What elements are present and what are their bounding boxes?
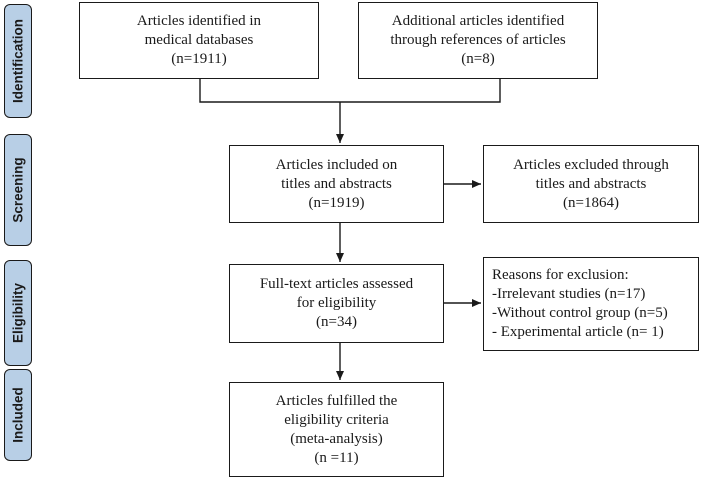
- box-exclusion-reasons: Reasons for exclusion: -Irrelevant studi…: [483, 257, 699, 351]
- box-reference-articles: Additional articles identified through r…: [358, 2, 598, 79]
- box-line: (n=1911): [171, 51, 227, 67]
- box-line: Additional articles identified: [391, 13, 565, 29]
- stage-eligibility: Eligibility: [4, 260, 32, 366]
- box-line: -Irrelevant studies (n=17): [492, 286, 646, 302]
- box-line: Articles identified in: [136, 13, 262, 29]
- box-line: (n=1919): [308, 194, 365, 211]
- box-line: (meta-analysis): [290, 430, 383, 447]
- box-line: (n=1864): [563, 194, 619, 211]
- box-line: - Experimental article (n= 1): [492, 324, 664, 340]
- box-line: titles and abstracts: [281, 175, 392, 192]
- box-line: Articles included on: [275, 156, 398, 173]
- merge-connector: [199, 79, 501, 103]
- box-database-articles: Articles identified in medical databases…: [79, 2, 319, 79]
- box-fulltext-assessed: Full-text articles assessed for eligibil…: [229, 264, 444, 343]
- box-line: medical databases: [144, 32, 254, 48]
- box-line: -Without control group (n=5): [492, 305, 668, 321]
- box-line: Articles excluded through: [513, 156, 669, 173]
- box-line: through references of articles: [390, 32, 566, 48]
- box-screened-articles: Articles included on titles and abstract…: [229, 145, 444, 223]
- box-line: for eligibility: [296, 295, 377, 311]
- box-excluded-titles: Articles excluded through titles and abs…: [483, 145, 699, 223]
- box-line: Full-text articles assessed: [259, 276, 414, 292]
- stage-identification: Identification: [4, 4, 32, 118]
- stage-screening: Screening: [4, 134, 32, 246]
- box-line: eligibility criteria: [284, 411, 389, 428]
- box-line: Articles fulfilled the: [275, 392, 398, 409]
- box-line: (n=8): [461, 51, 495, 67]
- box-line: titles and abstracts: [535, 175, 647, 192]
- box-line: Reasons for exclusion:: [492, 267, 629, 283]
- box-line: (n =11): [314, 449, 359, 466]
- box-line: (n=34): [316, 314, 357, 330]
- stage-included: Included: [4, 369, 32, 461]
- box-included-articles: Articles fulfilled the eligibility crite…: [229, 382, 444, 477]
